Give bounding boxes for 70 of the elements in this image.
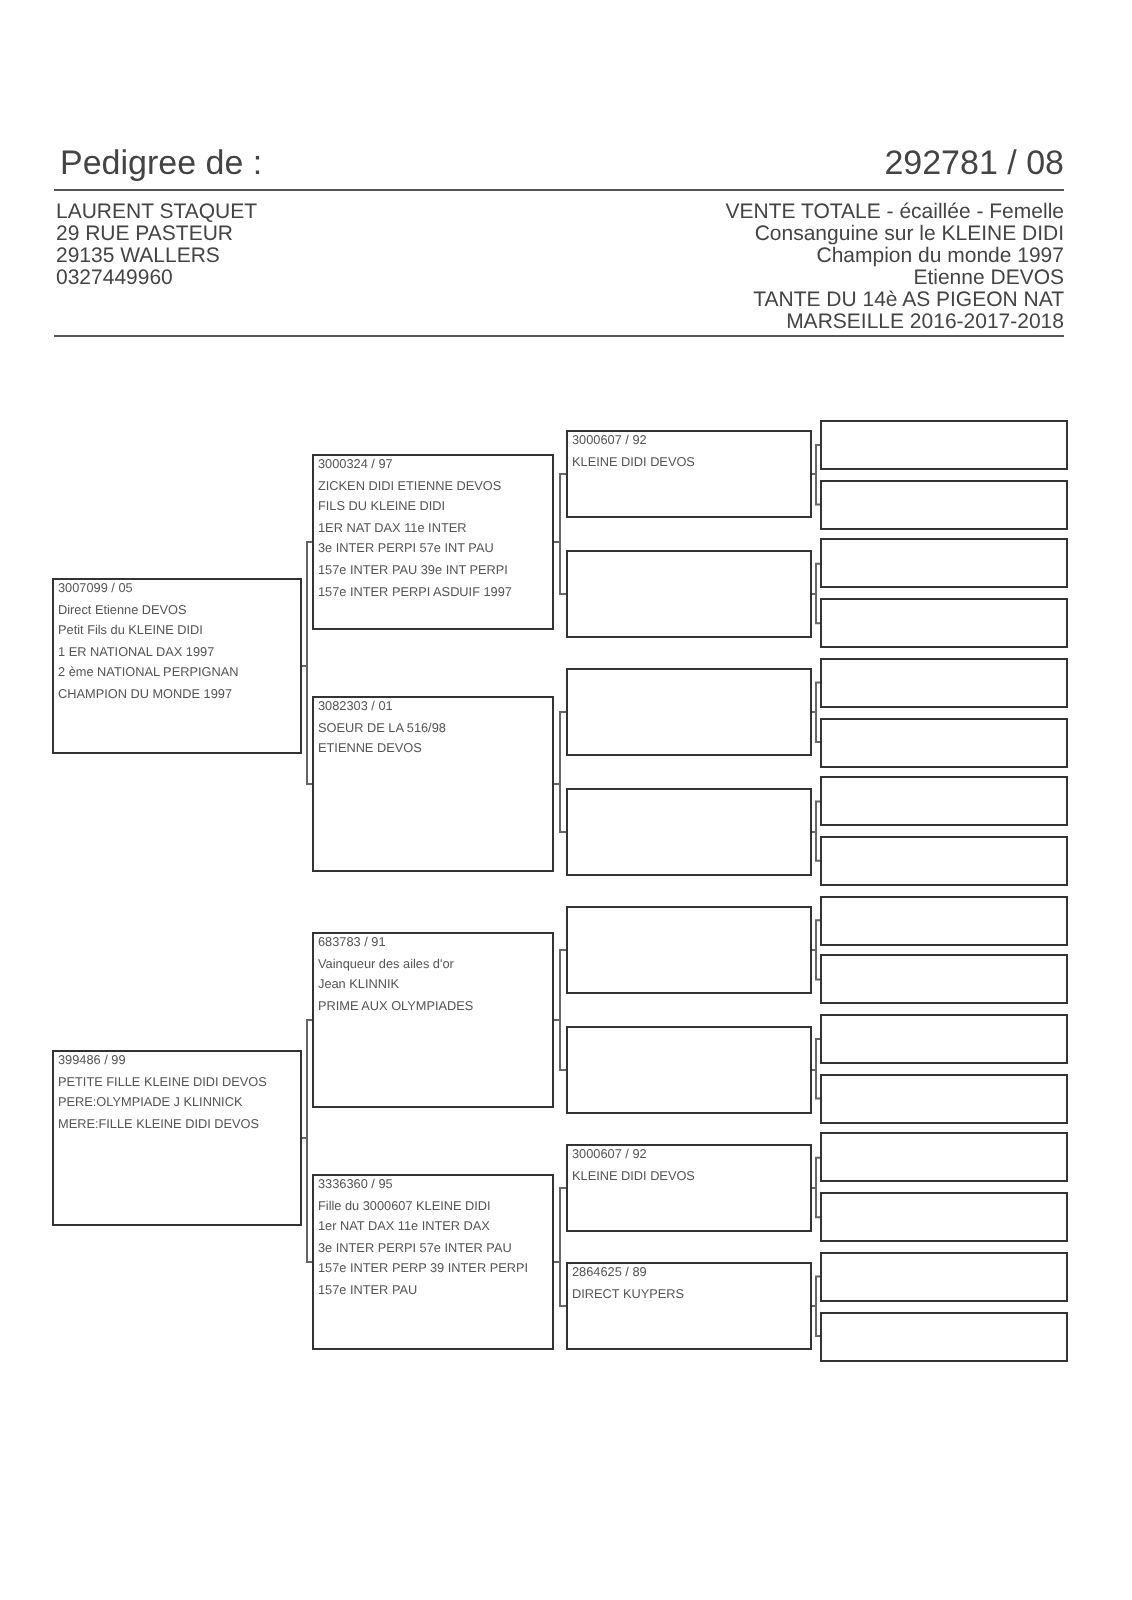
empty-pedigree-box bbox=[820, 835, 1068, 886]
owner-address-line: 29 RUE PASTEUR bbox=[56, 224, 233, 246]
pedigree-connector bbox=[811, 593, 821, 625]
pedigree-box bbox=[312, 932, 554, 1108]
bird-description-line: Champion du monde 1997 bbox=[816, 246, 1064, 268]
bird-description-line: Consanguine sur le KLEINE DIDI bbox=[754, 224, 1064, 246]
empty-pedigree-box bbox=[820, 538, 1068, 589]
pedigree-connector bbox=[811, 1187, 821, 1219]
owner-address-line: LAURENT STAQUET bbox=[56, 202, 258, 224]
pedigree-connector bbox=[301, 541, 313, 667]
pedigree-connector bbox=[811, 1038, 821, 1071]
pedigree-box bbox=[312, 1174, 554, 1350]
empty-pedigree-box bbox=[820, 1014, 1068, 1064]
empty-pedigree-box bbox=[566, 550, 812, 638]
empty-pedigree-box bbox=[566, 668, 812, 756]
empty-pedigree-box bbox=[820, 420, 1068, 470]
pedigree-box bbox=[566, 430, 812, 518]
empty-pedigree-box bbox=[820, 954, 1068, 1005]
pedigree-connector bbox=[811, 1275, 821, 1307]
pedigree-connector bbox=[811, 919, 821, 951]
pedigree-box bbox=[52, 1050, 302, 1226]
empty-pedigree-box bbox=[820, 717, 1068, 767]
pedigree-connector bbox=[811, 473, 821, 506]
pedigree-connector bbox=[811, 1069, 821, 1100]
bird-description-line: VENTE TOTALE - écaillée - Femelle bbox=[725, 202, 1064, 224]
pedigree-connector bbox=[811, 444, 821, 475]
empty-pedigree-box bbox=[820, 598, 1068, 649]
pedigree-connector bbox=[811, 562, 821, 595]
pedigree-box bbox=[312, 696, 554, 872]
empty-pedigree-box bbox=[820, 1192, 1068, 1243]
ring-number: 292781 / 08 bbox=[884, 144, 1064, 184]
bird-description-line: Etienne DEVOS bbox=[913, 268, 1064, 290]
empty-pedigree-box bbox=[566, 788, 812, 876]
empty-pedigree-box bbox=[820, 479, 1068, 530]
pedigree-connector bbox=[553, 1261, 567, 1307]
empty-pedigree-box bbox=[820, 776, 1068, 827]
empty-pedigree-box bbox=[820, 657, 1068, 708]
pedigree-connector bbox=[553, 949, 567, 1021]
pedigree-connector bbox=[553, 473, 567, 543]
empty-pedigree-box bbox=[566, 906, 812, 994]
pedigree-connector bbox=[811, 800, 821, 833]
pedigree-connector bbox=[553, 541, 567, 595]
empty-pedigree-box bbox=[566, 1026, 812, 1114]
empty-pedigree-box bbox=[820, 1251, 1068, 1302]
owner-address-line: 0327449960 bbox=[56, 268, 173, 290]
pedigree-connector bbox=[811, 831, 821, 862]
owner-address-line: 29135 WALLERS bbox=[56, 246, 220, 268]
empty-pedigree-box bbox=[820, 1311, 1068, 1361]
pedigree-title: Pedigree de : bbox=[60, 144, 263, 184]
pedigree-connector bbox=[301, 1019, 313, 1139]
pedigree-connector bbox=[811, 1305, 821, 1337]
pedigree-box bbox=[566, 1262, 812, 1350]
pedigree-box bbox=[566, 1144, 812, 1232]
pedigree-connector bbox=[811, 949, 821, 981]
pedigree-connector bbox=[811, 1156, 821, 1189]
empty-pedigree-box bbox=[820, 1132, 1068, 1183]
pedigree-connector bbox=[553, 783, 567, 833]
pedigree-connector bbox=[553, 711, 567, 785]
empty-pedigree-box bbox=[820, 895, 1068, 946]
bird-description-line: MARSEILLE 2016-2017-2018 bbox=[786, 312, 1064, 334]
pedigree-box bbox=[52, 578, 302, 754]
pedigree-connector bbox=[553, 1019, 567, 1071]
pedigree-connector bbox=[301, 665, 313, 785]
pedigree-box bbox=[312, 454, 554, 630]
pedigree-connector bbox=[811, 681, 821, 713]
pedigree-connector bbox=[301, 1137, 313, 1263]
pedigree-connector bbox=[553, 1187, 567, 1263]
pedigree-connector bbox=[811, 711, 821, 743]
empty-pedigree-box bbox=[820, 1073, 1068, 1124]
bird-description-line: TANTE DU 14è AS PIGEON NAT bbox=[753, 290, 1064, 312]
